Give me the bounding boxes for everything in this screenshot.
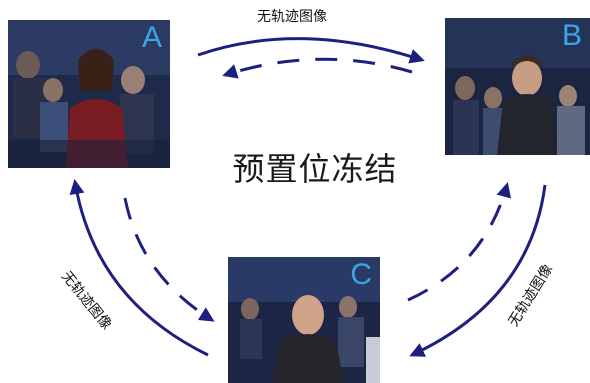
arrow-a-to-c-dashed [123, 197, 215, 322]
node-c-letter: C [350, 258, 372, 291]
center-title: 预置位冻结 [232, 150, 398, 188]
arrow-c-to-a [69, 179, 209, 357]
arrow-b-to-a-dashed [222, 57, 413, 79]
edge-label-top: 无轨迹图像 [257, 9, 327, 25]
arrow-c-to-b-dashed [407, 182, 512, 302]
audience-scene-b [445, 18, 590, 155]
node-c-photo: C [228, 257, 380, 383]
audience-scene-a [8, 20, 170, 168]
node-b-letter: B [561, 19, 582, 52]
node-a-photo: A [8, 20, 170, 168]
node-a-letter: A [141, 21, 162, 54]
arrow-a-to-b [197, 37, 425, 64]
arrow-b-to-c [409, 184, 547, 357]
audience-scene-c [228, 257, 380, 383]
node-b-photo: B [445, 18, 590, 155]
